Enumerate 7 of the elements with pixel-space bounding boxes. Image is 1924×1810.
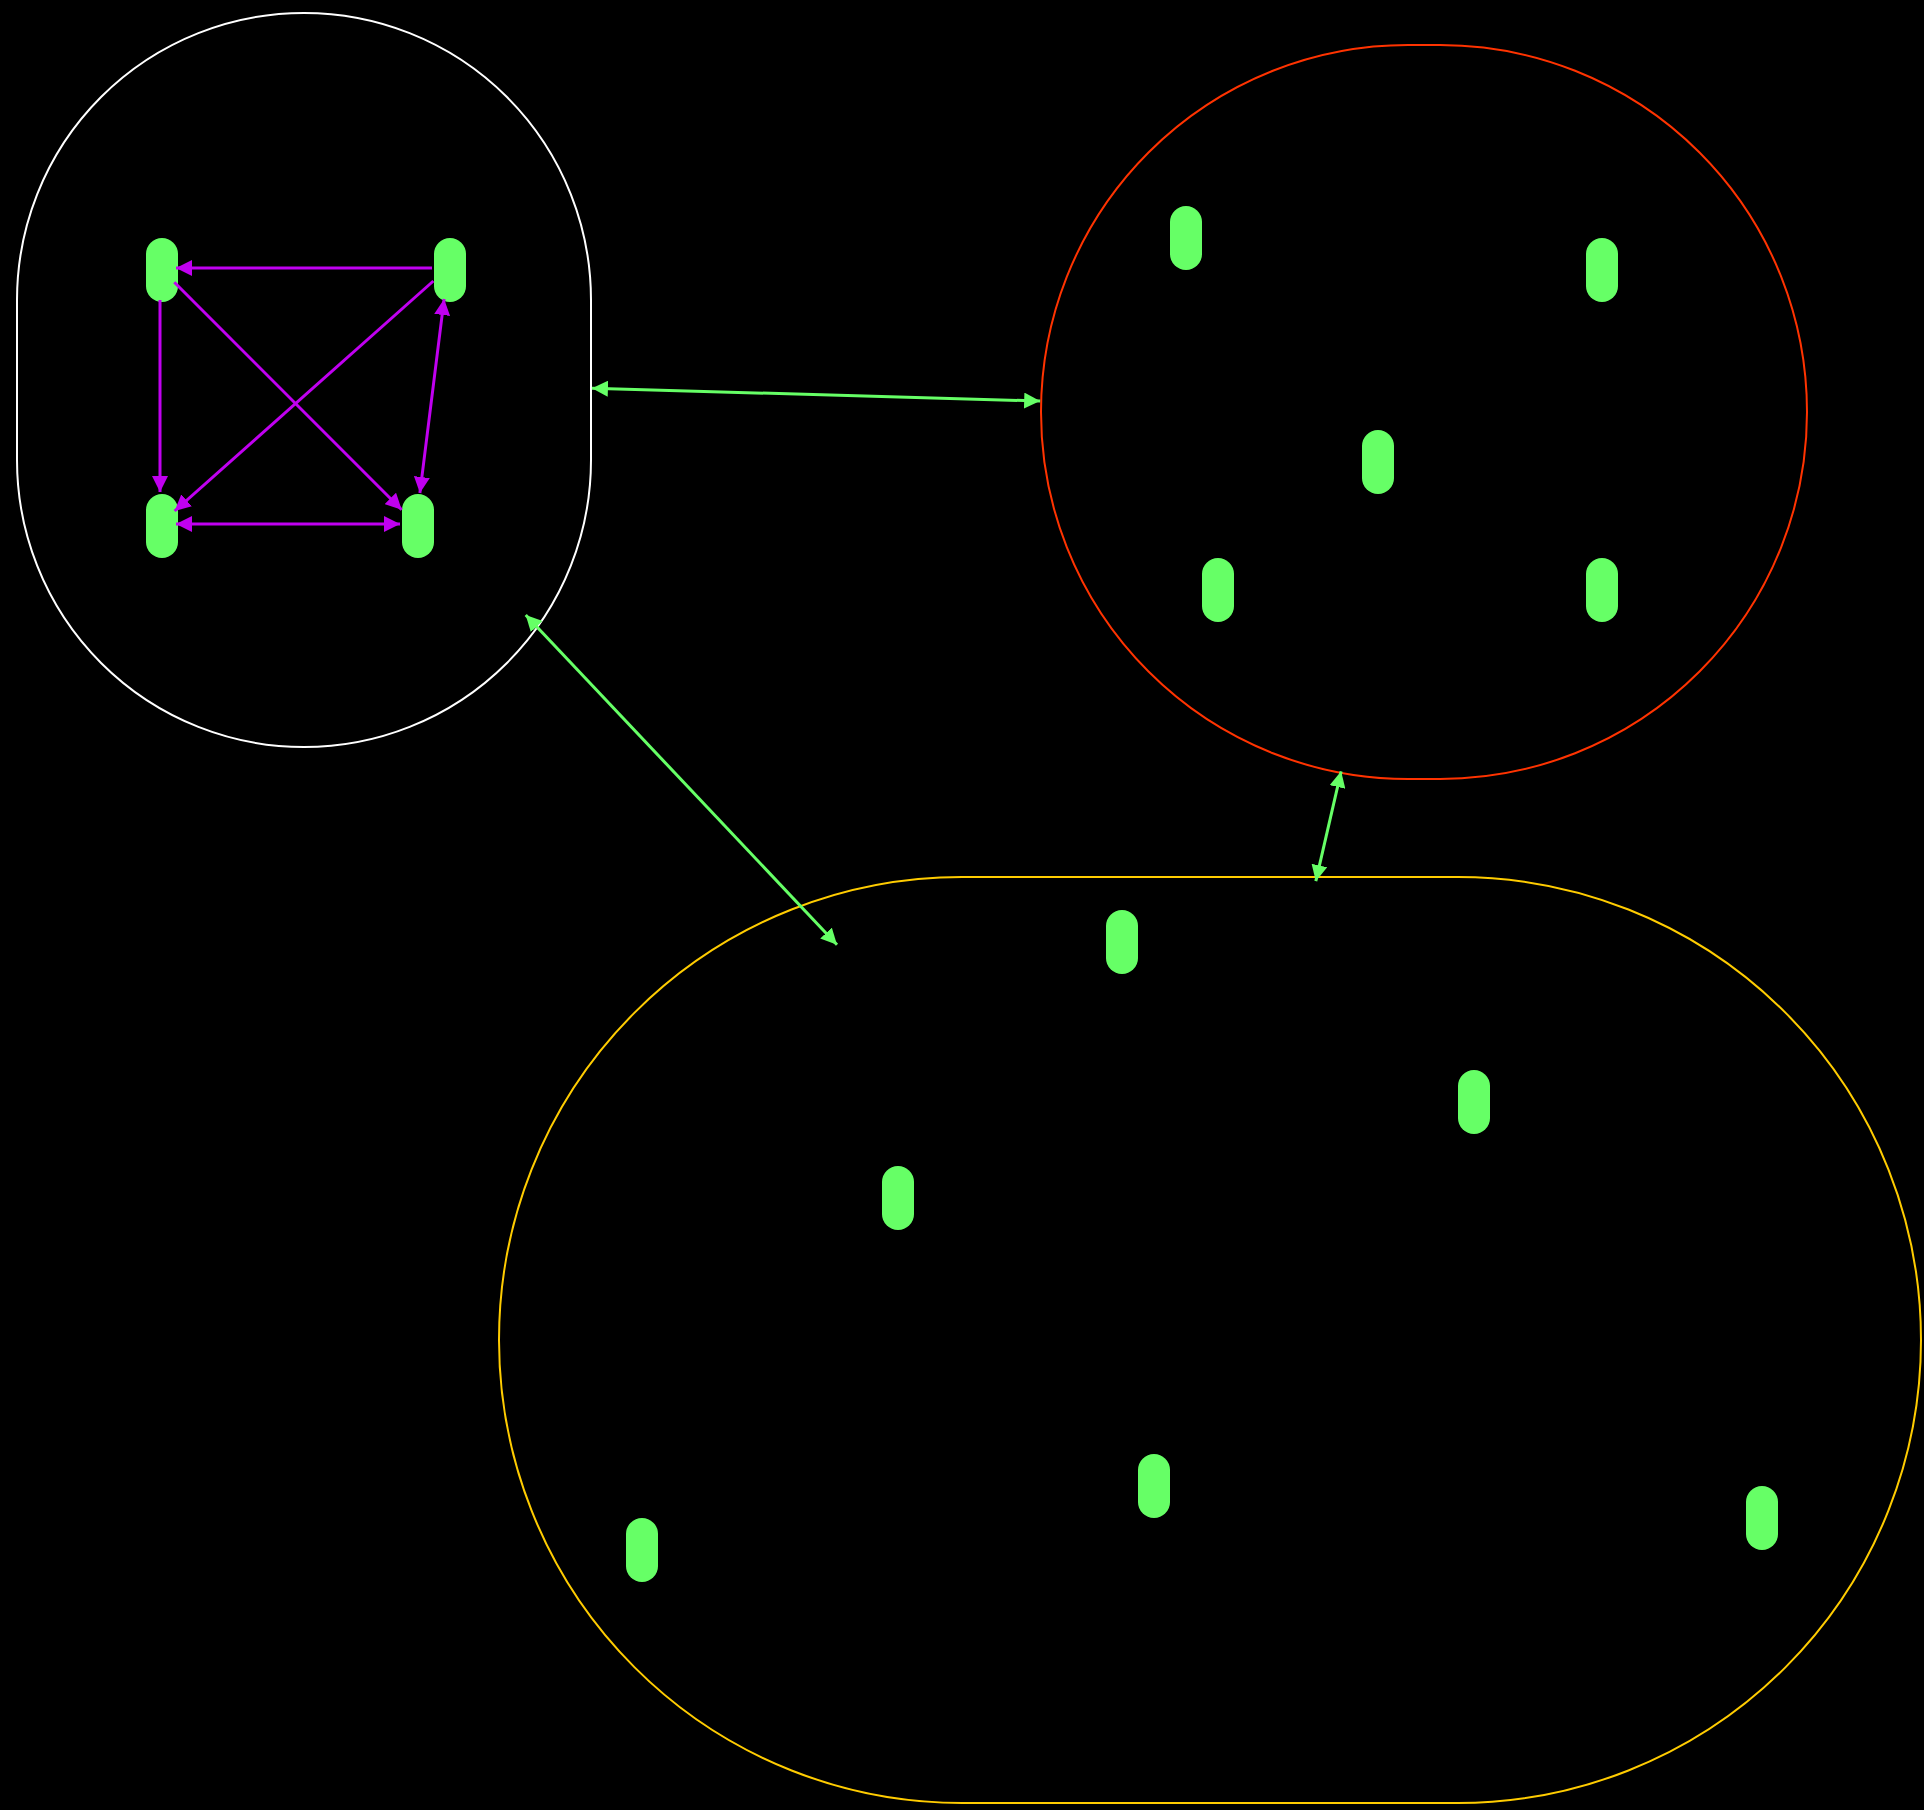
arrow	[524, 613, 839, 946]
arrow	[413, 298, 451, 494]
arrow	[152, 300, 168, 492]
arrow	[176, 516, 400, 532]
arrow	[1311, 771, 1346, 882]
arrow	[591, 380, 1041, 409]
arrow	[176, 260, 432, 276]
